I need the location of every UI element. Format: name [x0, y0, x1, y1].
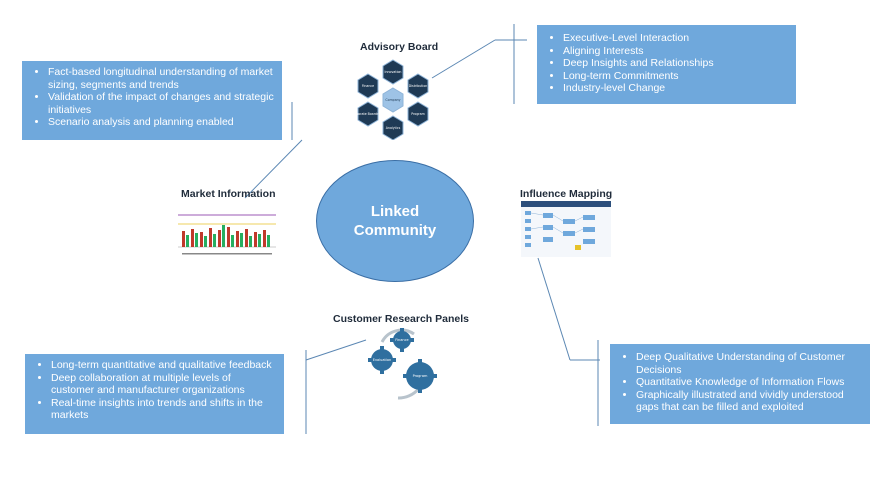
- hexagon-company: [382, 87, 404, 113]
- svg-text:Corporate Boardroom: Corporate Boardroom: [351, 112, 386, 116]
- list-item: Graphically illustrated and vividly unde…: [636, 389, 862, 414]
- market-benefits-box: Fact-based longitudinal understanding of…: [22, 61, 282, 140]
- svg-text:Company: Company: [385, 98, 400, 102]
- research-benefits-box: Long-term quantitative and qualitative f…: [25, 354, 284, 434]
- svg-text:Finance: Finance: [395, 338, 408, 342]
- hexagon-innovation: [382, 59, 404, 85]
- linked-community-circle: Linked Community: [316, 160, 474, 282]
- list-item: Aligning Interests: [563, 45, 788, 58]
- list-item: Deep Qualitative Understanding of Custom…: [636, 351, 862, 376]
- bar-chart-thumbnail: [178, 214, 276, 255]
- hex-text: Innovation: [385, 70, 402, 74]
- hexagon-cluster: Innovation Finance Distribution Company …: [351, 59, 429, 140]
- list-item: Executive-Level Interaction: [563, 32, 788, 45]
- hexagon-finance: [357, 73, 379, 99]
- list-item: Quantitative Knowledge of Information Fl…: [636, 376, 862, 389]
- svg-text:Analytics: Analytics: [386, 126, 401, 130]
- hexagon-distribution: [407, 73, 429, 99]
- list-item: Industry-level Change: [563, 82, 788, 95]
- connector-top-right: [431, 39, 496, 79]
- center-title-line1: Linked: [370, 203, 420, 220]
- influence-benefits-box: Deep Qualitative Understanding of Custom…: [610, 344, 870, 424]
- advisory-benefits-box: Executive-Level Interaction Aligning Int…: [537, 25, 796, 104]
- svg-text:Evaluation: Evaluation: [373, 358, 391, 362]
- list-item: Fact-based longitudinal understanding of…: [48, 66, 274, 91]
- gears-graphic: Finance Evaluation Program: [368, 328, 437, 400]
- svg-text:Program: Program: [411, 112, 424, 116]
- connector-bottom-right: [537, 257, 571, 361]
- svg-text:Distribution: Distribution: [409, 84, 428, 88]
- list-item: Long-term quantitative and qualitative f…: [51, 359, 276, 372]
- flowchart-thumbnail: [521, 201, 611, 257]
- svg-text:Program: Program: [413, 374, 428, 378]
- list-item: Deep Insights and Relationships: [563, 57, 788, 70]
- list-item: Validation of the impact of changes and …: [48, 91, 274, 116]
- hexagon-program: [407, 101, 429, 127]
- list-item: Real-time insights into trends and shift…: [51, 397, 276, 422]
- customer-research-panels-label: Customer Research Panels: [333, 313, 469, 325]
- gear-evaluation: [371, 349, 393, 371]
- advisory-board-label: Advisory Board: [360, 41, 439, 53]
- gear-finance: [393, 331, 411, 349]
- gear-program: [406, 362, 434, 390]
- market-information-label: Market Information: [181, 188, 276, 200]
- center-title-line2: Community: [353, 222, 437, 239]
- list-item: Deep collaboration at multiple levels of…: [51, 372, 276, 397]
- svg-text:Finance: Finance: [362, 84, 374, 88]
- list-item: Scenario analysis and planning enabled: [48, 116, 274, 129]
- hexagon-corporate: [357, 101, 379, 127]
- list-item: Long-term Commitments: [563, 70, 788, 83]
- influence-mapping-label: Influence Mapping: [520, 188, 613, 200]
- hexagon-analytics: [382, 115, 404, 140]
